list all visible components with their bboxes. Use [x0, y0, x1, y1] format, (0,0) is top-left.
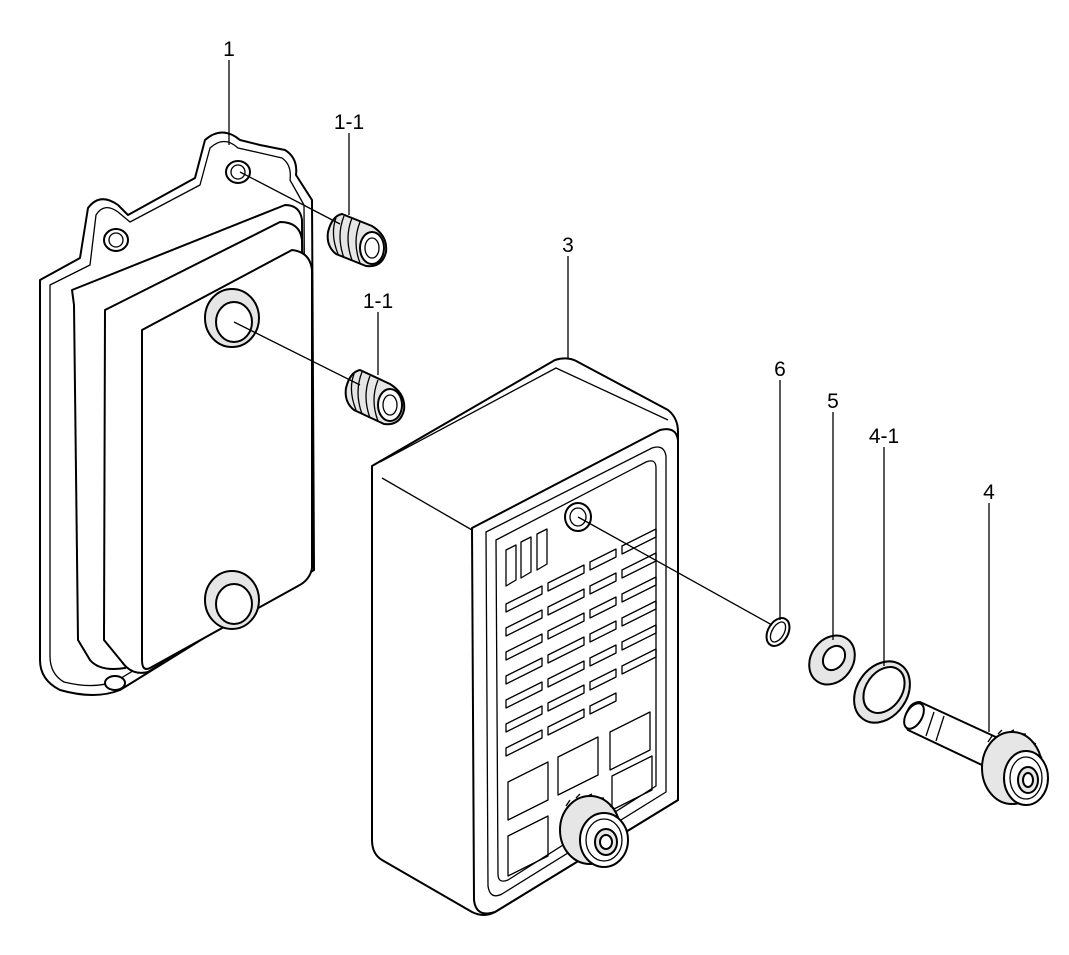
callout-3: 3 — [562, 234, 574, 257]
callout-4: 4 — [983, 481, 995, 504]
callout-1-1-upper: 1-1 — [334, 111, 364, 134]
part-1-1-fitting-upper — [326, 213, 388, 268]
part-4-1-seal-ring — [853, 660, 911, 724]
part-4-shaft-knob — [903, 701, 1049, 806]
callout-1: 1 — [223, 38, 235, 61]
part-3-housing — [371, 357, 679, 916]
callout-5: 5 — [827, 390, 839, 413]
callout-4-1: 4-1 — [869, 425, 899, 448]
part-6-o-ring — [765, 617, 791, 647]
callout-labels: 1 1-1 1-1 3 6 5 4-1 4 — [223, 38, 995, 504]
part-5-washer — [808, 634, 856, 686]
leader-lines — [228, 60, 990, 732]
callout-1-1-lower: 1-1 — [363, 290, 393, 313]
part-1-cover-plate — [39, 131, 315, 696]
part-1-1-fitting-lower — [344, 369, 406, 426]
callout-6: 6 — [774, 358, 786, 381]
